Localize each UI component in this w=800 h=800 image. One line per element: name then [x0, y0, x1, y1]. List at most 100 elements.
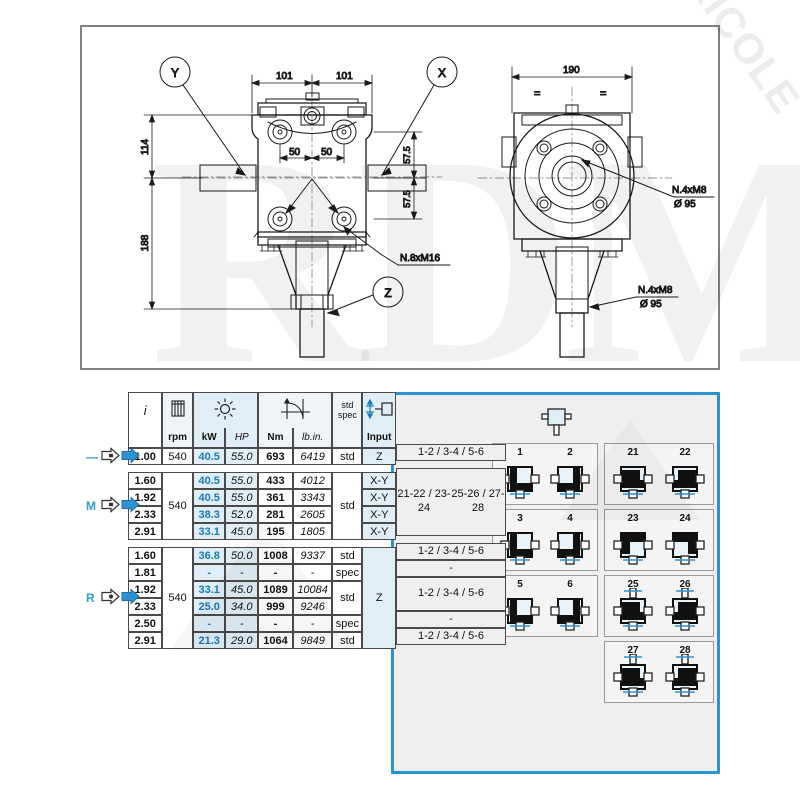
configuration-item[interactable]: 27 [608, 645, 658, 705]
cell-ratio: 2.33 [128, 506, 163, 523]
configuration-item[interactable]: 5 [496, 579, 544, 639]
configuration-item[interactable]: 21 [608, 447, 658, 507]
nm-value: 999 [266, 600, 285, 613]
rpm-value: 540 [168, 592, 187, 604]
input-value: X-Y [370, 474, 389, 487]
std-spec-line1: std [341, 400, 354, 411]
hp-value: 55.0 [231, 491, 253, 504]
cell-nm: - [258, 615, 293, 632]
cell-hp: 55.0 [225, 472, 259, 489]
input-value: X-Y [370, 525, 389, 538]
unit-stdspec [332, 428, 363, 448]
balloon-Z: Z [384, 286, 391, 300]
unit-kw-label: kW [201, 432, 217, 443]
table-row: 1.81----spec [86, 564, 396, 581]
unit-hp-label: HP [234, 432, 249, 443]
input-value: Z [375, 450, 383, 463]
header-unit-row: rpm kW HP Nm lb.in. Input [86, 428, 396, 448]
configuration-item[interactable]: 28 [660, 645, 710, 705]
nm-value: 1008 [263, 549, 288, 562]
nm-value: 281 [266, 508, 285, 521]
cell-input: X-Y [362, 489, 396, 506]
cell-ratio: 2.91 [128, 523, 163, 540]
configuration-number: 23 [627, 513, 639, 524]
cell-kw: 36.8 [192, 547, 226, 564]
cell-lbin: - [292, 564, 333, 581]
configuration-item[interactable]: 24 [660, 513, 710, 573]
cell-hp: 34.0 [225, 598, 259, 615]
technical-drawing-panel: 101 101 50 50 [80, 25, 720, 370]
ratio-value: 1.92 [134, 491, 156, 504]
kw-value: 40.5 [198, 474, 220, 487]
hp-value: 55.0 [231, 450, 253, 463]
cell-nm: 999 [258, 598, 293, 615]
nm-value: 1064 [263, 634, 288, 647]
configuration-item[interactable]: 2 [546, 447, 594, 507]
dim-575-upper: 57.5 [402, 146, 412, 164]
cell-std-spec: std [332, 632, 363, 649]
ratio-value: 1.60 [134, 474, 156, 487]
cell-kw: 40.5 [192, 448, 226, 465]
cell-input: Z [362, 448, 396, 465]
cell-hp: 45.0 [225, 523, 259, 540]
kw-value: 33.1 [198, 525, 220, 538]
cell-std-spec: spec [332, 615, 363, 632]
hp-value: 29.0 [231, 634, 253, 647]
lbin-value: - [310, 617, 315, 630]
configuration-number: 1 [517, 447, 523, 458]
cell-lbin: 2605 [292, 506, 333, 523]
configuration-item[interactable]: 26 [660, 579, 710, 639]
spline-shaft-icon [171, 400, 185, 417]
input-value: Z [375, 592, 383, 604]
dim-101-right: 101 [336, 71, 353, 82]
group-label: R [86, 591, 95, 605]
group-label: — [86, 449, 98, 464]
configuration-item[interactable]: 22 [660, 447, 710, 507]
dim-101-left: 101 [276, 71, 293, 82]
header-speed-icon [162, 392, 193, 428]
cell-rpm: 540 [162, 472, 193, 540]
ratio-value: 1.00 [134, 450, 156, 463]
cell-kw: - [192, 564, 226, 581]
cell-ratio: 1.81 [128, 564, 163, 581]
table-group-spacer [86, 540, 396, 547]
ratio-value: 2.91 [134, 634, 156, 647]
cell-nm: 693 [258, 448, 293, 465]
cell-ratio: 1.00 [128, 448, 163, 465]
configuration-number: 2 [567, 447, 573, 458]
unit-input-label: Input [367, 432, 392, 443]
cell-kw: 33.1 [192, 581, 226, 598]
lbin-value: 4012 [300, 474, 325, 487]
std-spec-value: std [340, 549, 355, 562]
unit-lbin: lb.in. [292, 428, 333, 448]
cell-std-spec: spec [332, 564, 363, 581]
lbin-value: 9246 [300, 600, 325, 613]
torque-curve-icon [281, 397, 311, 419]
nm-value: 433 [266, 474, 285, 487]
configuration-item[interactable]: 23 [608, 513, 658, 573]
dim-188: 188 [140, 234, 151, 251]
configuration-code-line: 25-26 / 27-28 [451, 488, 505, 514]
configuration-group: 23 24 [604, 509, 714, 571]
configuration-number: 24 [679, 513, 691, 524]
cell-ratio: 1.92 [128, 581, 163, 598]
configuration-item[interactable]: 6 [546, 579, 594, 639]
group-label-cell: M [86, 472, 140, 540]
ratio-value: 2.50 [134, 617, 156, 630]
configuration-item[interactable]: 25 [608, 579, 658, 639]
configuration-code: 1-2 / 3-4 / 5-6 [396, 444, 506, 461]
group-direction-arrows-icon [100, 446, 142, 467]
configuration-diagram-icon [546, 456, 594, 507]
hp-value: - [239, 566, 244, 579]
cell-input: X-Y [362, 472, 396, 489]
configuration-item[interactable]: 4 [546, 513, 594, 573]
unit-kw: kW [192, 428, 226, 448]
note-n4xm8-lower: N.4xM8 [638, 285, 673, 296]
unit-ratio [128, 428, 163, 448]
